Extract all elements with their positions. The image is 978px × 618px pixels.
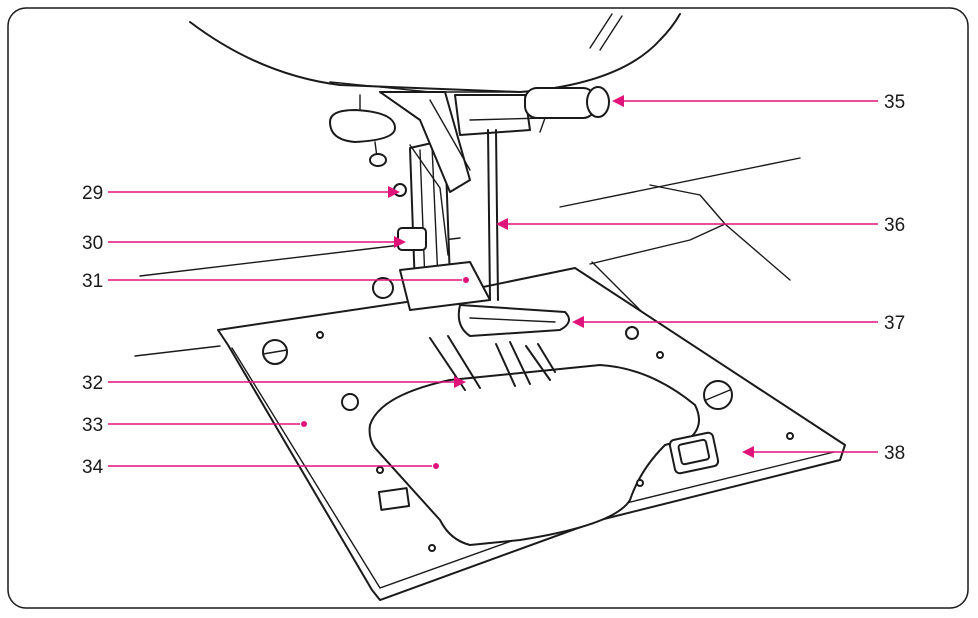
needle-threader-knob xyxy=(524,87,596,119)
plate-slot xyxy=(377,487,411,511)
bobbin-cover-plate xyxy=(368,364,700,546)
bed-edge-left xyxy=(134,345,221,357)
callout-33-dot xyxy=(301,421,307,427)
side-lever xyxy=(329,109,396,143)
feed-dogs xyxy=(429,335,556,391)
callout-36-arrowhead xyxy=(496,218,508,230)
callout-32: 32 xyxy=(82,373,466,394)
callout-37-arrowhead xyxy=(572,316,584,328)
bed-edge-right xyxy=(559,157,801,208)
callout-32-arrowhead xyxy=(454,376,466,388)
callout-33-label: 33 xyxy=(82,415,103,436)
callout-36-label: 36 xyxy=(884,215,905,236)
callout-33: 33 xyxy=(82,415,307,436)
callout-37-label: 37 xyxy=(884,313,905,334)
callout-31-dot xyxy=(463,277,469,283)
callout-31-label: 31 xyxy=(82,271,103,292)
callout-37: 37 xyxy=(572,313,905,334)
callout-31: 31 xyxy=(82,271,469,292)
callout-30: 30 xyxy=(82,233,406,254)
callout-38-arrowhead xyxy=(742,446,754,458)
buttonhole-lever xyxy=(397,227,427,251)
callout-38: 38 xyxy=(742,443,905,464)
callout-36: 36 xyxy=(496,215,905,236)
machine-head xyxy=(189,13,681,93)
needle xyxy=(487,129,499,301)
callout-34: 34 xyxy=(82,457,439,478)
callout-34-dot xyxy=(433,463,439,469)
callout-30-label: 30 xyxy=(82,233,103,254)
callout-29: 29 xyxy=(82,183,400,204)
callout-38-label: 38 xyxy=(884,443,905,464)
needle-plate-inner-edge xyxy=(231,347,835,589)
needle-clamp xyxy=(454,94,531,136)
callouts: 29 30 31 32 33 34 xyxy=(82,92,905,478)
thread-guide-arm xyxy=(379,91,471,193)
callout-32-label: 32 xyxy=(82,373,103,394)
callout-29-label: 29 xyxy=(82,183,103,204)
thread-line xyxy=(409,144,449,256)
machine-illustration xyxy=(134,13,846,601)
top-cable xyxy=(589,13,623,51)
foot-screw xyxy=(372,277,394,299)
callout-29-arrowhead xyxy=(388,186,400,198)
callout-35: 35 xyxy=(612,92,905,113)
callout-34-label: 34 xyxy=(82,457,104,478)
callout-35-arrowhead xyxy=(612,95,624,107)
callout-30-arrowhead xyxy=(394,236,406,248)
callout-35-label: 35 xyxy=(884,92,905,113)
